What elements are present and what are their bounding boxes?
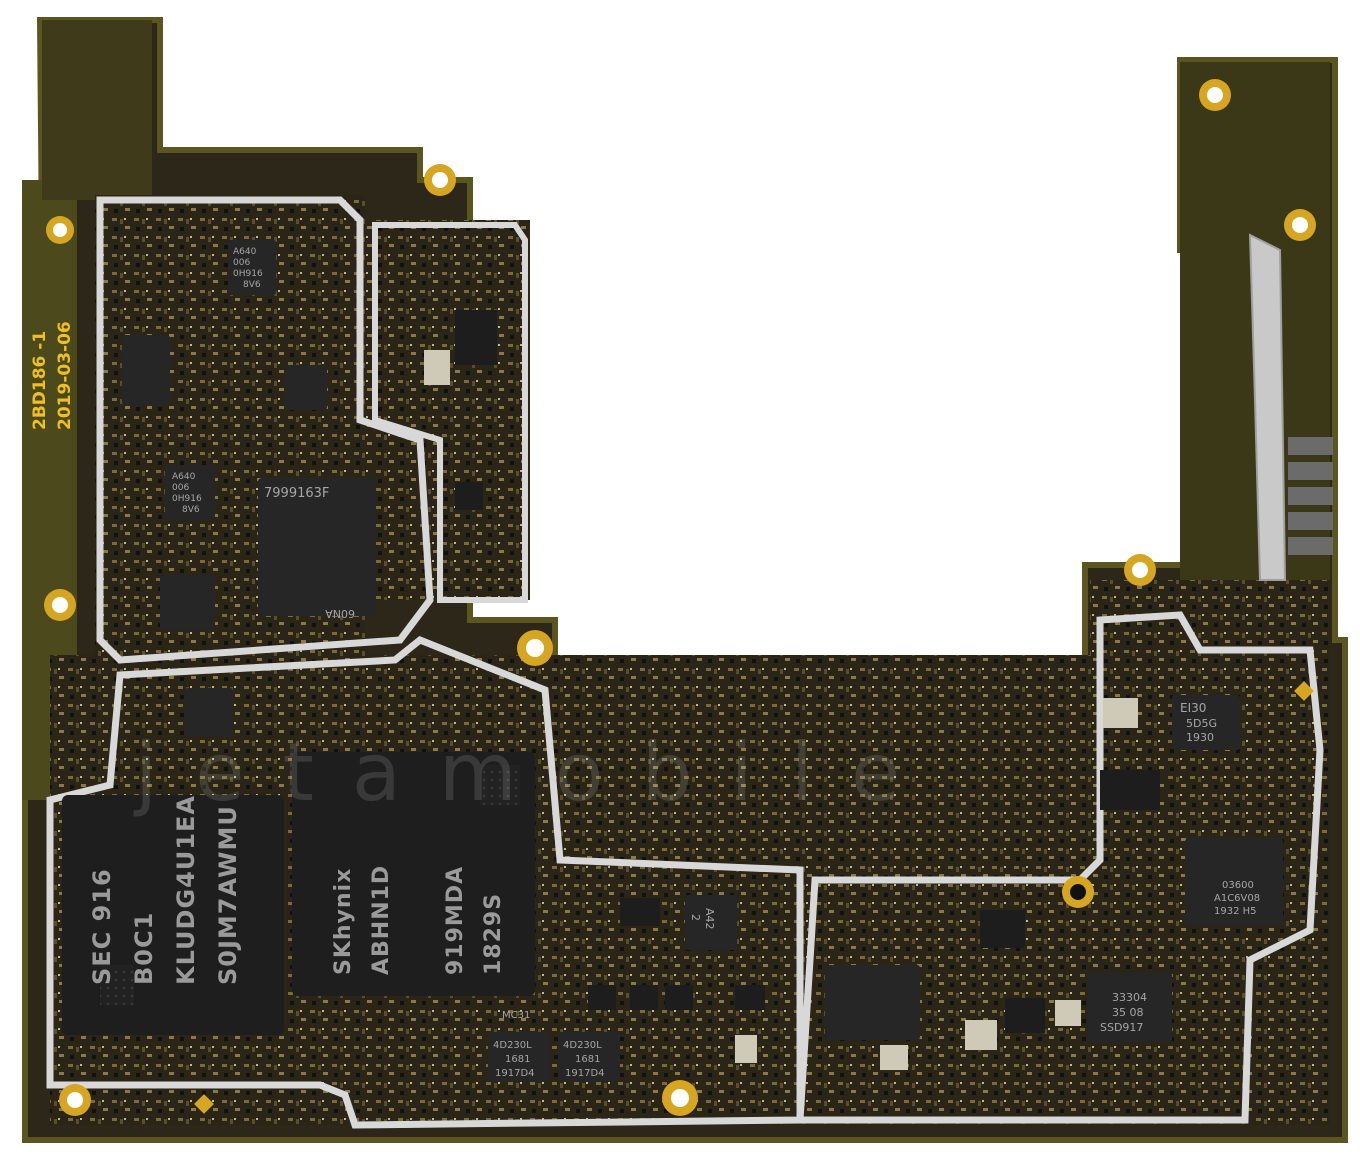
chip-a42-line-2: 2 xyxy=(689,914,702,921)
chip-a640-2 xyxy=(165,465,215,520)
chip-ram-line-1: SKhynix xyxy=(331,868,356,975)
chip-memory-line-1: SEC 916 xyxy=(88,868,116,985)
chip-a640-2-line-4: 8V6 xyxy=(182,505,200,515)
chip-ei30-line-1: EI30 xyxy=(1180,701,1206,715)
chip-4d230l-2-line-3: 1917D4 xyxy=(565,1068,605,1079)
chip-memory-qr xyxy=(100,965,134,1005)
shield-frame-top-left xyxy=(96,196,434,664)
small-components xyxy=(455,310,1160,1033)
chip-ram-line-2: ABHN1D xyxy=(369,865,394,975)
chip-pmic-top xyxy=(258,478,376,616)
chip-nxp xyxy=(1088,972,1172,1042)
component-area-top-center xyxy=(365,220,530,600)
chip-4d230l-2-line-1: 4D230L xyxy=(563,1040,602,1051)
chip-a640-2-line-1: A640 xyxy=(172,472,196,482)
chip-charger-line-2: A1C6V08 xyxy=(1214,893,1260,904)
silkscreen-part-id: 2BD186 -1 xyxy=(30,331,50,430)
chip-a42 xyxy=(685,895,737,950)
chip-ram xyxy=(292,752,535,996)
light-components xyxy=(424,350,1138,1070)
chip-charger-line-1: 03600 xyxy=(1222,880,1254,891)
chip-ram-line-4: 1829S xyxy=(481,893,506,975)
chip-a640-1-line-4: 8V6 xyxy=(243,280,261,290)
chip-a640-1-line-1: A640 xyxy=(233,247,257,257)
chip-mc31-label: MC31 xyxy=(502,1010,530,1021)
chip-4d230l-2 xyxy=(558,1032,620,1082)
chip-memory-line-2: B0C1 xyxy=(130,912,158,985)
chip-misc-4 xyxy=(185,688,233,736)
chip-charger-line-3: 1932 H5 xyxy=(1214,906,1257,917)
chip-4d230l-2-line-2: 1681 xyxy=(575,1054,600,1065)
chip-ram-qr xyxy=(480,765,520,805)
shield-frame-top-center xyxy=(372,222,528,603)
chip-nxp-line-2: 35 08 xyxy=(1112,1006,1144,1019)
gold-pad-bottom-left xyxy=(194,1094,214,1114)
chip-a42-line-1: A42 xyxy=(703,908,716,930)
pcb-top-tab xyxy=(42,20,152,200)
chip-a640-2-line-2: 006 xyxy=(172,483,189,493)
chip-ei30-line-2: 5D5G xyxy=(1186,717,1217,730)
chip-ram-line-3: 919MDA xyxy=(443,866,468,975)
chip-a640-1-line-3: 0H916 xyxy=(233,269,263,279)
shield-frame-bottom-right xyxy=(796,611,1324,1124)
chip-memory-line-3: KLUDG4U1EA xyxy=(172,795,200,985)
chip-a640-1-line-2: 006 xyxy=(233,258,250,268)
chip-ei30 xyxy=(1172,695,1240,750)
chip-4d230l-1-line-1: 4D230L xyxy=(493,1040,532,1051)
chip-pmic-top-label: 7999163F xyxy=(264,486,329,501)
chip-misc-2 xyxy=(285,365,327,410)
chip-misc-3 xyxy=(160,575,215,630)
chip-nxp-line-1: 33304 xyxy=(1112,991,1147,1004)
right-arm-connector xyxy=(1288,437,1333,555)
chip-memory-line-4: S0JM7AWMU xyxy=(214,805,242,985)
mounting-holes xyxy=(44,79,1316,1116)
silkscreen-date: 2019-03-06 xyxy=(55,321,75,430)
chip-a640-1 xyxy=(228,240,276,295)
chip-ei30-line-3: 1930 xyxy=(1186,731,1214,744)
chip-4d230l-1-line-3: 1917D4 xyxy=(495,1068,535,1079)
chip-power-block xyxy=(825,965,920,1040)
chip-4d230l-1 xyxy=(488,1032,550,1082)
shield-strip-right xyxy=(1248,233,1287,581)
chip-charger xyxy=(1185,838,1283,926)
chip-nxp-line-3: SSD917 xyxy=(1100,1021,1143,1034)
chip-4d230l-1-line-2: 1681 xyxy=(505,1054,530,1065)
shield-frame-bottom-left xyxy=(46,635,804,1129)
chip-misc-1 xyxy=(122,335,170,405)
chip-pmic-top-sub: 60NA xyxy=(325,607,355,620)
gold-pad-right xyxy=(1294,681,1314,701)
watermark: jetamobile xyxy=(133,726,938,819)
chip-a640-2-line-3: 0H916 xyxy=(172,494,202,504)
